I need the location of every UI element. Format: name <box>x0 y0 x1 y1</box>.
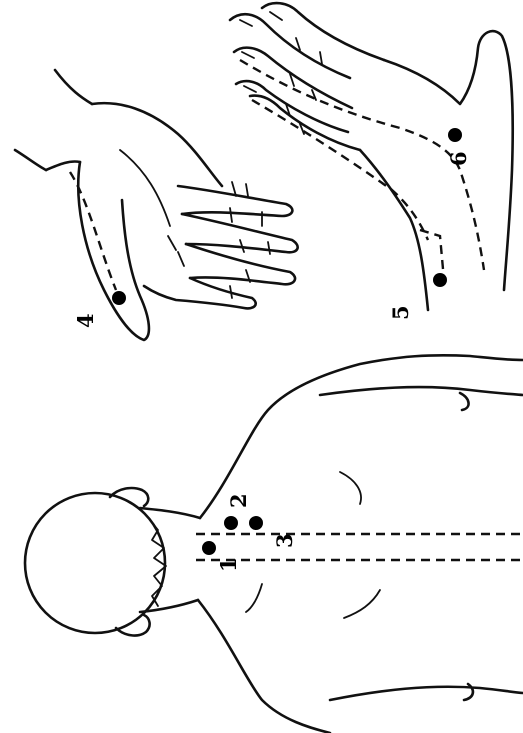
scapula-mark <box>246 584 262 612</box>
arm-upper <box>320 387 523 395</box>
label-point-1: 1 <box>216 557 241 572</box>
hand-left: 4 <box>15 70 298 340</box>
finger-middle <box>182 214 298 252</box>
point-5 <box>433 273 447 287</box>
thumb-outline <box>78 162 149 340</box>
palm-crease-1 <box>120 150 170 226</box>
point-6 <box>448 128 462 142</box>
hand-right: 5 6 <box>230 3 513 320</box>
point-3 <box>249 516 263 530</box>
label-point-5: 5 <box>388 305 413 320</box>
label-point-6: 6 <box>446 151 471 166</box>
finger-2 <box>262 3 384 60</box>
elbow-upper <box>460 393 469 410</box>
finger-little <box>144 278 256 308</box>
point-4 <box>112 291 126 305</box>
arm-lower <box>330 687 523 700</box>
label-point-4: 4 <box>73 313 98 328</box>
torso-lower-outline <box>198 600 330 733</box>
meridian-thumb <box>70 172 116 290</box>
meridian-5 <box>252 100 428 240</box>
wrist-bottom <box>15 150 46 170</box>
palm-crease-2 <box>168 236 184 266</box>
ear-lower <box>116 615 150 635</box>
back-figure: 1 2 3 <box>25 355 523 733</box>
point-2 <box>224 516 238 530</box>
label-point-2: 2 <box>226 493 251 508</box>
scapula-lower <box>344 590 380 618</box>
wrist-top <box>55 70 92 104</box>
palm-top <box>92 103 222 186</box>
point-1 <box>202 541 216 555</box>
scapula-upper <box>340 472 361 504</box>
label-point-3: 3 <box>272 533 297 548</box>
thumb-base <box>46 161 80 170</box>
